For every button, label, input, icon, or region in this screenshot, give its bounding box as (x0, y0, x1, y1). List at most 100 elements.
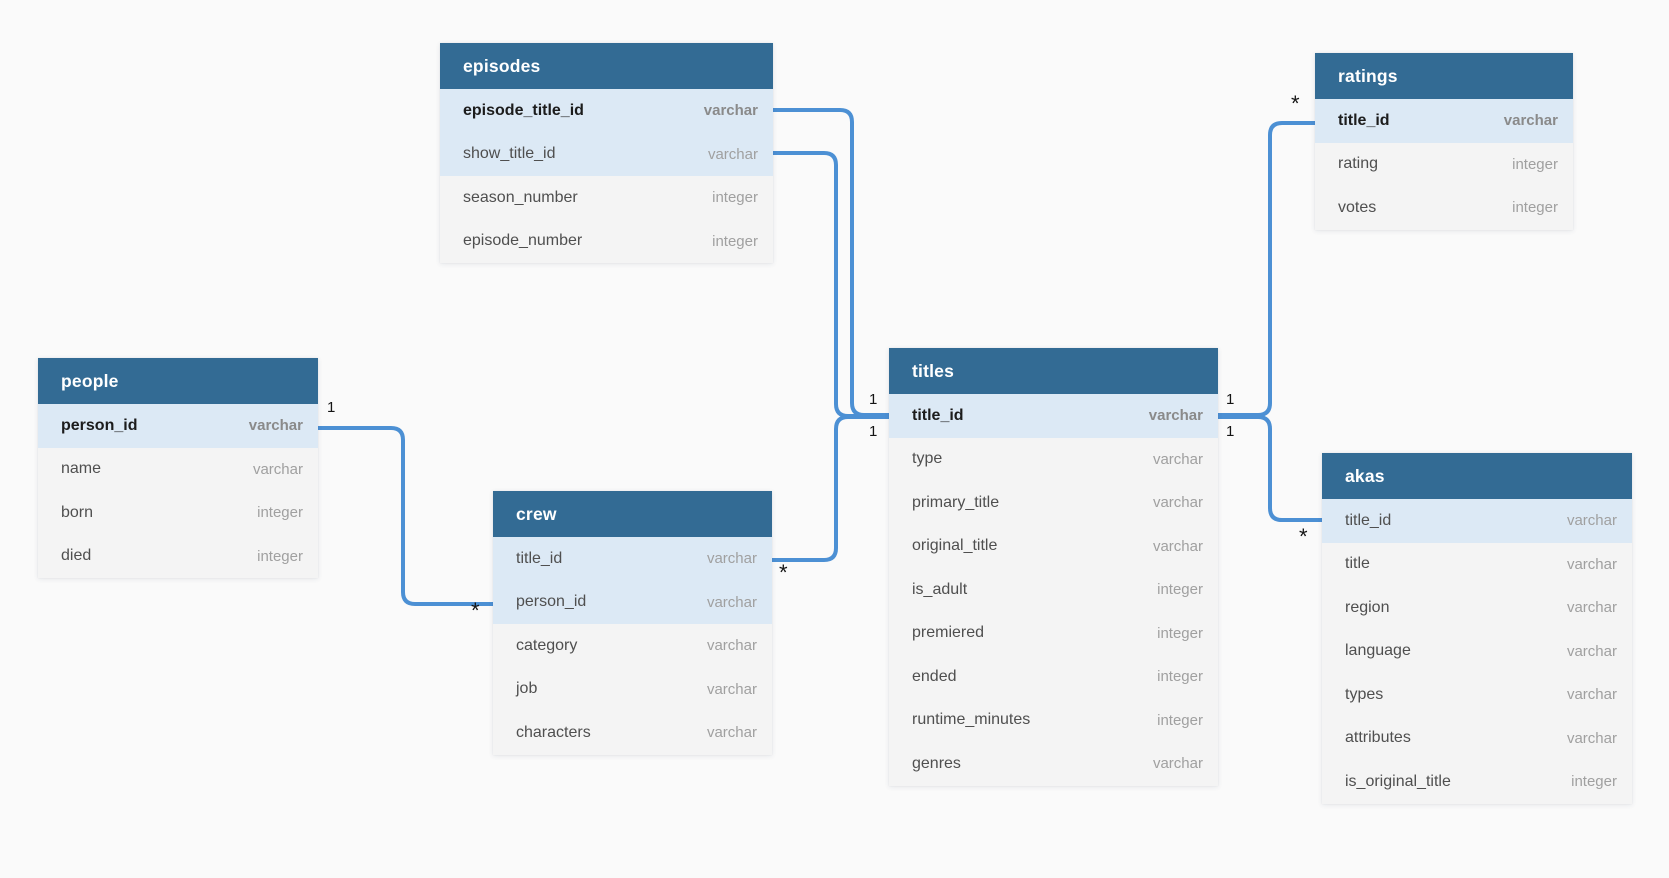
field-type: varchar (1148, 407, 1203, 425)
field-row: episode_number integer (440, 219, 773, 263)
table-ratings[interactable]: ratings title_id varchar rating integer … (1315, 53, 1573, 230)
field-row: name varchar (38, 447, 318, 491)
field-row: premiered integer (889, 611, 1218, 655)
field-type: varchar (706, 637, 757, 655)
field-name: episode_title_id (463, 101, 584, 119)
field-row: original_title varchar (889, 524, 1218, 568)
field-name: title_id (1345, 511, 1392, 529)
field-name: original_title (912, 537, 998, 555)
table-title: people (61, 370, 119, 391)
field-name: votes (1338, 198, 1377, 216)
table-titles[interactable]: titles title_id varchar type varchar pri… (889, 348, 1218, 786)
field-type: integer (712, 189, 758, 207)
field-type: integer (257, 547, 303, 565)
field-type: varchar (1503, 112, 1558, 130)
field-type: integer (1157, 624, 1203, 642)
field-name: name (61, 460, 102, 478)
field-row: runtime_minutes integer (889, 698, 1218, 742)
field-type: varchar (1152, 755, 1203, 773)
field-type: varchar (706, 593, 757, 611)
table-title: akas (1345, 465, 1385, 486)
table-episodes[interactable]: episodes episode_title_id varchar show_t… (440, 43, 773, 263)
field-name: characters (516, 723, 591, 741)
field-type: integer (1157, 668, 1203, 686)
table-header[interactable]: episodes (440, 43, 773, 89)
field-name: person_id (516, 593, 587, 611)
field-name: primary_title (912, 493, 1000, 511)
table-crew[interactable]: crew title_id varchar person_id varchar … (493, 491, 772, 755)
field-name: is_adult (912, 580, 968, 598)
field-row: ended integer (889, 655, 1218, 699)
field-type: varchar (1566, 729, 1617, 747)
field-row: died integer (38, 534, 318, 578)
table-header[interactable]: akas (1322, 453, 1632, 499)
field-type: varchar (1566, 686, 1617, 704)
field-type: integer (257, 504, 303, 522)
cardinality-label: 1 (327, 399, 336, 416)
field-type: varchar (248, 417, 303, 435)
field-type: varchar (706, 724, 757, 742)
cardinality-label: * (471, 598, 480, 623)
cardinality-label: 1 (1226, 391, 1235, 408)
field-row: types varchar (1322, 673, 1632, 717)
table-title: titles (912, 360, 955, 381)
field-row: title_id varchar (889, 394, 1218, 438)
field-row: job varchar (493, 667, 772, 711)
field-name: rating (1338, 155, 1379, 173)
cardinality-label: * (1299, 524, 1308, 549)
field-name: show_title_id (463, 145, 556, 163)
line-titles-ratings (1216, 121, 1317, 417)
field-type: varchar (1152, 537, 1203, 555)
line-episodes-episode-title (771, 108, 891, 417)
field-row: votes integer (1315, 186, 1573, 230)
field-name: runtime_minutes (912, 711, 1031, 729)
cardinality-label: * (1291, 91, 1300, 116)
table-header[interactable]: ratings (1315, 53, 1573, 99)
cardinality-label: 1 (869, 391, 878, 408)
field-name: category (516, 636, 578, 654)
field-name: types (1345, 685, 1384, 703)
field-name: born (61, 503, 94, 521)
field-row: category varchar (493, 624, 772, 668)
field-type: varchar (1566, 555, 1617, 573)
field-type: varchar (1566, 642, 1617, 660)
field-row: rating integer (1315, 142, 1573, 186)
field-type: varchar (1152, 494, 1203, 512)
field-row: born integer (38, 491, 318, 535)
field-row: attributes varchar (1322, 716, 1632, 760)
field-type: integer (1512, 199, 1558, 217)
table-header[interactable]: people (38, 358, 318, 404)
table-akas[interactable]: akas title_id varchar title varchar regi… (1322, 453, 1632, 804)
field-name: title (1345, 555, 1370, 573)
field-row: title_id varchar (1315, 99, 1573, 143)
field-name: premiered (912, 624, 985, 642)
field-row: is_original_title integer (1322, 760, 1632, 804)
field-type: integer (1571, 773, 1617, 791)
field-row: season_number integer (440, 176, 773, 220)
table-header[interactable]: crew (493, 491, 772, 537)
field-name: ended (912, 667, 957, 685)
field-type: varchar (1566, 599, 1617, 617)
field-row: primary_title varchar (889, 481, 1218, 525)
field-row: title_id varchar (1322, 499, 1632, 543)
line-people-crew (316, 426, 495, 606)
field-name: job (516, 680, 538, 698)
field-type: varchar (706, 550, 757, 568)
field-type: varchar (703, 102, 758, 120)
field-type: varchar (707, 145, 758, 163)
table-people[interactable]: people person_id varchar name varchar bo… (38, 358, 318, 578)
field-type: integer (1157, 711, 1203, 729)
field-name: language (1345, 642, 1411, 660)
field-type: integer (712, 232, 758, 250)
field-row: person_id varchar (38, 404, 318, 448)
table-title: crew (516, 503, 557, 524)
field-type: varchar (1566, 512, 1617, 530)
field-row: characters varchar (493, 711, 772, 755)
field-row: genres varchar (889, 742, 1218, 786)
table-header[interactable]: titles (889, 348, 1218, 394)
field-type: varchar (1152, 450, 1203, 468)
field-type: varchar (252, 460, 303, 478)
field-name: region (1345, 598, 1390, 616)
field-row: type varchar (889, 437, 1218, 481)
